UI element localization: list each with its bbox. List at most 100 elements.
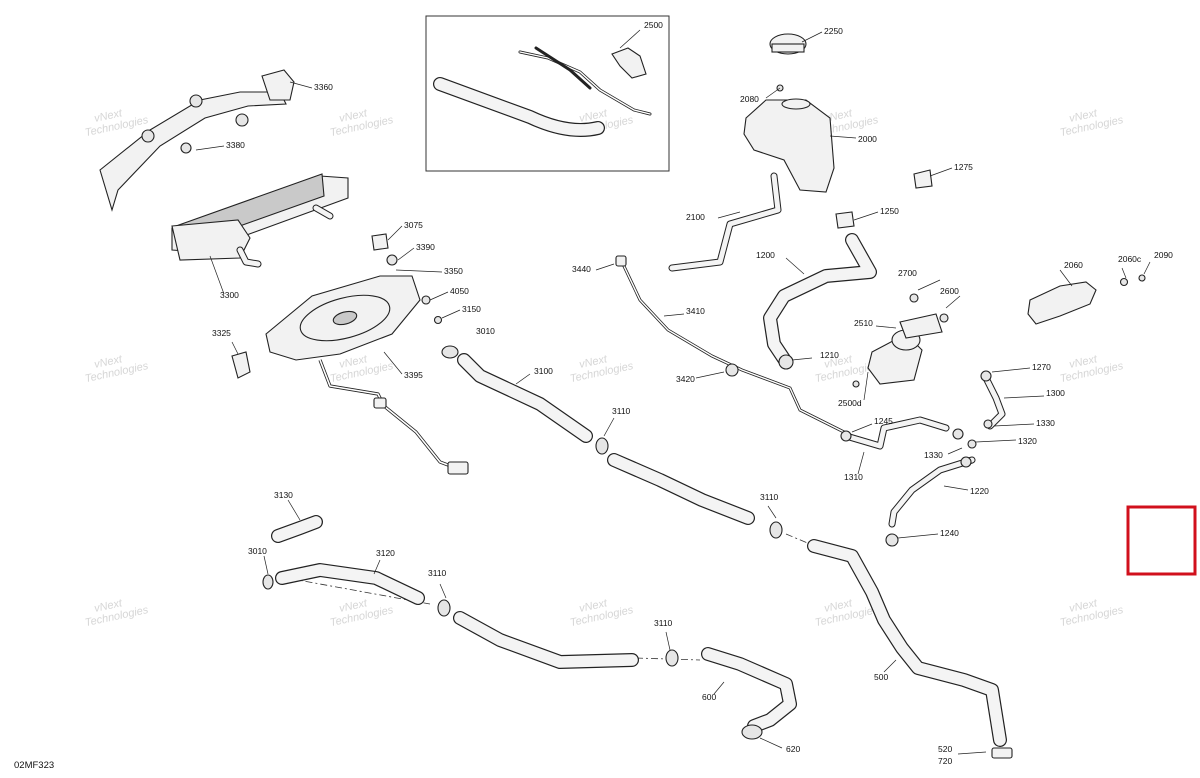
callout-label: 3420 [676, 374, 695, 384]
inset-frame [425, 15, 670, 172]
screw [433, 315, 443, 325]
cap [913, 169, 933, 189]
callout-label: 3410 [686, 306, 705, 316]
callout-label: 3390 [416, 242, 435, 252]
callout-label: 2000 [858, 134, 877, 144]
hose-1210 [778, 354, 813, 370]
callout-label: 3395 [404, 370, 423, 380]
hose-3100-lower [607, 453, 783, 539]
callout-label: 2600 [940, 286, 959, 296]
clamp [983, 419, 993, 429]
callout-label: 2500d [838, 398, 862, 408]
callout-label: 3110 [428, 568, 447, 578]
callout-label: 1300 [1046, 388, 1065, 398]
watermark: vNext [823, 107, 854, 125]
callout-label: 500 [874, 672, 888, 682]
hose-1200 [763, 233, 877, 369]
watermark: vNext [578, 107, 609, 125]
callout-label: 3010 [476, 326, 495, 336]
clamp [960, 456, 972, 468]
clamp [262, 574, 274, 590]
clamp [952, 428, 964, 440]
connector [447, 461, 469, 475]
clamp [595, 437, 609, 455]
callout-label: 3300 [220, 290, 239, 300]
grommet [141, 129, 155, 143]
clamp [741, 724, 763, 740]
callout-label: 2510 [854, 318, 873, 328]
highlight-box[interactable] [1126, 505, 1197, 576]
callout-label: 3325 [212, 328, 231, 338]
bolt [939, 313, 949, 323]
clamp [769, 521, 783, 539]
watermark: vNext [823, 353, 854, 371]
watermark: vNext [1068, 597, 1099, 615]
hose-500 [807, 539, 1013, 759]
watermark: vNext [823, 597, 854, 615]
callout-label: 2100 [686, 212, 705, 222]
fitting [991, 747, 1013, 759]
callout-label: 1240 [940, 528, 959, 538]
bracket-clip [261, 69, 295, 101]
hose-3120 [262, 555, 451, 617]
bolt [909, 293, 919, 303]
grommet [189, 94, 203, 108]
hose-3100 [441, 345, 615, 455]
radiator-group [99, 69, 349, 295]
screw [1138, 274, 1146, 282]
rubber-mount [235, 113, 249, 127]
clamp [437, 599, 451, 617]
hose-1220 [885, 456, 976, 547]
callout-label: 3075 [404, 220, 423, 230]
callout-label: 1200 [756, 250, 775, 260]
callout-label: 1275 [954, 162, 973, 172]
callout-label: 3010 [248, 546, 267, 556]
callout-label: 3380 [226, 140, 245, 150]
clamp [665, 649, 679, 667]
callout-label: 1330 [1036, 418, 1055, 428]
callout-label: 3150 [462, 304, 481, 314]
callout-label: 1245 [874, 416, 893, 426]
hose-1310 [840, 416, 1017, 475]
gasket [899, 313, 943, 339]
bracket-2060 [1027, 261, 1151, 325]
watermark: vNext [578, 353, 609, 371]
callout-label: 2700 [898, 268, 917, 278]
callout-label: 600 [702, 692, 716, 702]
callout-label: 1220 [970, 486, 989, 496]
thermostat-housing [852, 279, 961, 401]
radiator-bracket [99, 91, 287, 212]
figure-code: 02MF323 [14, 760, 54, 771]
rubber-mount [180, 142, 192, 154]
bracket [1027, 281, 1097, 325]
watermark: vNext [93, 353, 124, 371]
callout-label: 3440 [572, 264, 591, 274]
callout-label: 1330 [924, 450, 943, 460]
radiator-core [171, 173, 349, 268]
nut [421, 295, 431, 305]
callout-label: 3130 [274, 490, 293, 500]
callout-label: 1320 [1018, 436, 1037, 446]
assembly-lines [275, 533, 811, 661]
pipe-3410 [595, 255, 858, 440]
watermark: vNext [93, 597, 124, 615]
clamp [441, 345, 459, 359]
connector [373, 397, 387, 409]
inset-2500: 2500 [425, 15, 670, 172]
callout-label: 1270 [1032, 362, 1051, 372]
callout-label: 4050 [450, 286, 469, 296]
watermark: vNext [338, 353, 369, 371]
watermark: vNext [338, 107, 369, 125]
fitting [967, 439, 977, 449]
callout-label: 1250 [880, 206, 899, 216]
callout-label: 620 [786, 744, 800, 754]
callout-label: 2090 [1154, 250, 1173, 260]
callout-label: 1310 [844, 472, 863, 482]
watermark: vNext [578, 597, 609, 615]
fan-hardware [231, 225, 461, 379]
callout-label: 2250 [824, 26, 843, 36]
clamp [840, 430, 852, 442]
callout-label: 2060 [1064, 260, 1083, 270]
callout-label: 3110 [612, 406, 631, 416]
callout-labels: 2250 2080 2000 1275 1250 2100 1200 3360 … [212, 26, 1173, 766]
